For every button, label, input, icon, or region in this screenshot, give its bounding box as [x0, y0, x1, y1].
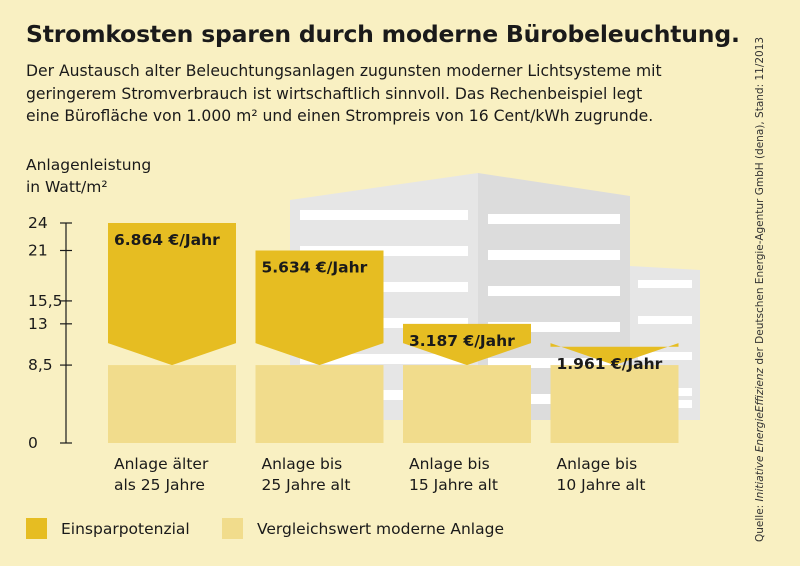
bar-data-label: 6.864 €/Jahr	[114, 231, 220, 249]
building-window-row	[488, 286, 620, 296]
y-tick-label: 15,5	[28, 292, 63, 310]
building-window-row	[300, 354, 468, 364]
bar-baseline	[255, 365, 384, 443]
bar-savings-arrow	[550, 343, 679, 366]
y-tick-label: 8,5	[28, 356, 53, 374]
building-window-row	[300, 282, 468, 292]
y-tick-label: 24	[28, 214, 48, 232]
x-tick-label: Anlage bis	[409, 455, 490, 473]
bar-savings-arrow	[255, 250, 384, 366]
chart-title: Stromkosten sparen durch moderne Bürobel…	[26, 20, 740, 48]
building-window-row	[488, 322, 620, 332]
bar-data-label: 1.961 €/Jahr	[557, 355, 663, 373]
bar-baseline	[403, 365, 531, 443]
building-window-row	[300, 390, 468, 400]
source-organization: Initiative EnergieEffizienz	[754, 367, 766, 502]
legend-item-vergleichswert: Vergleichswert moderne Anlage	[222, 518, 504, 539]
y-tick-label: 21	[28, 242, 48, 260]
legend-label: Vergleichswert moderne Anlage	[257, 519, 504, 538]
legend-item-einsparpotenzial: Einsparpotenzial	[26, 518, 190, 539]
x-tick-label: Anlage älter	[114, 455, 209, 473]
bar-series: 6.864 €/Jahr 5.634 €/Jahr 3.187 €/Jahr 1.96…	[108, 223, 679, 443]
bar-data-label: 5.634 €/Jahr	[262, 259, 368, 277]
x-tick-label: 25 Jahre alt	[262, 476, 351, 494]
building-window-row	[638, 352, 692, 360]
y-tick-label: 0	[28, 434, 38, 452]
building-window-row	[300, 318, 468, 328]
bar-baseline	[550, 365, 679, 443]
chart-subtitle: Der Austausch alter Beleuchtungsanlagen …	[26, 60, 726, 128]
source-note: Quelle: Initiative EnergieEffizienz der …	[754, 37, 766, 542]
y-tick-label: 13	[28, 315, 48, 333]
y-axis: 0 8,5 13 15,5 21 24	[28, 214, 72, 452]
y-axis-label: Anlagenleistung in Watt/m²	[26, 154, 151, 198]
bar-savings-arrow	[403, 323, 531, 366]
x-tick-label: Anlage bis	[557, 455, 638, 473]
building-window-row	[300, 246, 468, 256]
legend-label: Einsparpotenzial	[61, 519, 190, 538]
subtitle-line: geringerem Stromverbrauch ist wirtschaft…	[26, 84, 643, 103]
building-window-row	[488, 358, 620, 368]
building-window-row	[300, 210, 468, 220]
bar-data-label: 3.187 €/Jahr	[409, 332, 515, 350]
bar-savings-arrow	[108, 223, 236, 366]
y-axis-label-line: in Watt/m²	[26, 178, 108, 196]
x-tick-label: 10 Jahre alt	[557, 476, 646, 494]
source-prefix: Quelle:	[754, 501, 766, 542]
building-window-row	[488, 250, 620, 260]
y-axis-label-line: Anlagenleistung	[26, 156, 152, 174]
building-window-row	[638, 316, 692, 324]
building-window-row	[638, 280, 692, 288]
legend-swatch-baseline	[222, 518, 243, 539]
x-tick-label: als 25 Jahre	[114, 476, 205, 494]
source-suffix: der Deutschen Energie-Agentur GmbH (dena…	[754, 36, 766, 368]
subtitle-line: Der Austausch alter Beleuchtungsanlagen …	[26, 62, 662, 80]
x-axis-labels: Anlage älter als 25 Jahre Anlage bis 25 Jah…	[114, 455, 645, 494]
bar-baseline	[108, 365, 236, 443]
legend-swatch-savings	[26, 518, 47, 539]
building-window-row	[488, 214, 620, 224]
x-tick-label: Anlage bis	[262, 455, 343, 473]
x-tick-label: 15 Jahre alt	[409, 476, 498, 494]
subtitle-line: eine Bürofläche von 1.000 m² und einen S…	[26, 107, 654, 125]
